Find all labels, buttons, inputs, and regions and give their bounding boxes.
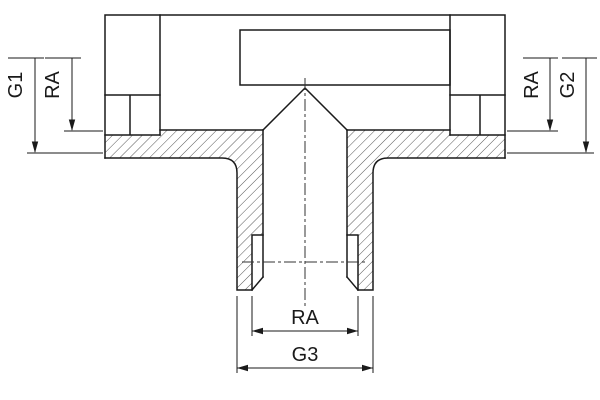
centerlines (242, 78, 368, 306)
ra-left-arrow-icon (68, 119, 76, 131)
g2-label: G2 (557, 72, 579, 99)
dimension-ra-left: RA (42, 57, 103, 132)
ra-bottom-arrow-right-icon (347, 327, 358, 335)
hatch-right-region (347, 130, 505, 290)
outer-profile (104, 14, 506, 159)
hatch-left-region (105, 130, 263, 290)
top-inner-rect (239, 29, 451, 86)
ra-bottom-extension-lines (251, 296, 359, 336)
ra-right-arrow-icon (546, 119, 554, 131)
g2-arrow-icon (582, 141, 590, 153)
drill-cone-lines (261, 86, 349, 132)
dimension-g3: G3 (236, 296, 374, 373)
ra-left-label: RA (42, 70, 64, 98)
ra-right-label: RA (521, 70, 543, 98)
g1-arrow-icon (31, 141, 39, 153)
g3-arrow-right-icon (362, 364, 373, 372)
g3-arrow-left-icon (237, 364, 248, 372)
dimension-ra-bottom: RA (251, 296, 359, 336)
leg-bore-lines (262, 129, 348, 278)
section-hatching (105, 130, 505, 290)
g3-label: G3 (292, 344, 319, 366)
ra-bottom-arrow-left-icon (252, 327, 263, 335)
ra-bottom-label: RA (291, 307, 319, 329)
dimension-ra-right: RA (507, 57, 558, 132)
underside-and-leg-profile (104, 157, 506, 291)
port-left-thread (104, 94, 161, 136)
port-right-thread (449, 94, 506, 136)
dimension-g1: G1 (5, 57, 103, 154)
g3-extension-lines (236, 296, 374, 373)
dimension-g2: G2 (507, 57, 597, 154)
g1-label: G1 (5, 72, 27, 99)
